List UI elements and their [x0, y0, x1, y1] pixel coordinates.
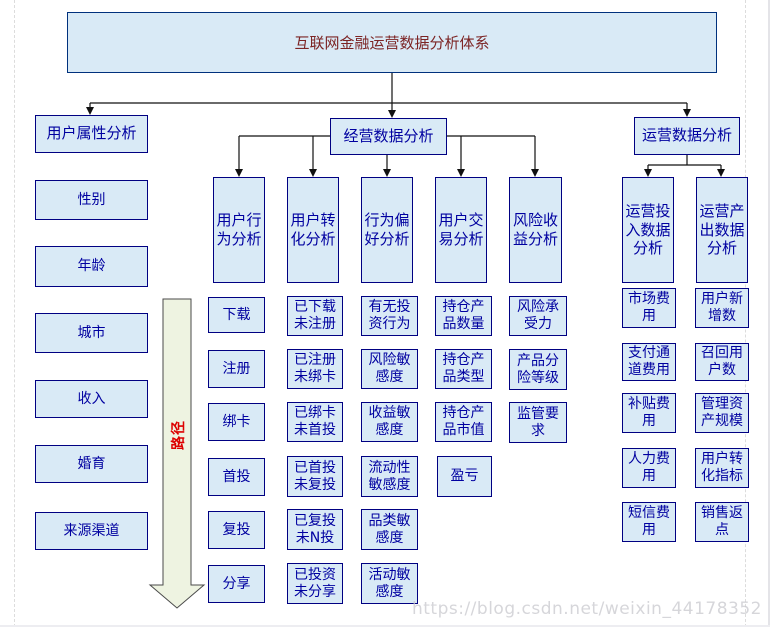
user-attributes-header: 用户属性分析 [35, 115, 148, 153]
business-item: 品类敏感度 [361, 509, 418, 550]
path-arrow-label: 路径 [171, 420, 187, 450]
business-item: 绑卡 [208, 403, 265, 441]
window-edge-bottom [0, 625, 770, 627]
business-item: 已绑卡未首投 [287, 402, 343, 442]
business-item: 风险敏感度 [361, 349, 418, 389]
business-column-header: 用户行为分析 [213, 177, 265, 283]
business-data-header: 经营数据分析 [330, 118, 447, 155]
business-item: 已复投未N投 [287, 509, 343, 550]
business-item: 流动性敏感度 [361, 456, 418, 497]
user-attribute-item: 性别 [35, 180, 148, 220]
business-item: 分享 [208, 565, 265, 603]
operations-item: 人力费用 [622, 448, 676, 488]
business-item: 持仓产品市值 [435, 402, 492, 442]
user-attribute-item: 城市 [35, 313, 148, 353]
operations-column-header: 运营投入数据分析 [622, 177, 674, 283]
operations-item: 用户转化指标 [695, 448, 749, 488]
user-attribute-item: 婚育 [35, 445, 148, 483]
user-attribute-item: 来源渠道 [35, 512, 148, 550]
operations-item: 管理资产规模 [695, 393, 749, 433]
business-item: 有无投资行为 [361, 296, 418, 336]
watermark: https://blog.csdn.net/weixin_44178352 [411, 599, 762, 619]
business-item: 持仓产品类型 [435, 349, 492, 389]
business-column-header: 用户转化分析 [287, 177, 339, 283]
operations-item: 短信费用 [622, 502, 676, 542]
business-item: 收益敏感度 [361, 402, 418, 442]
operations-item: 召回用户数 [695, 343, 749, 381]
operations-column-header: 运营产出数据分析 [696, 177, 748, 283]
business-item: 盈亏 [437, 456, 492, 497]
operations-data-header: 运营数据分析 [634, 117, 740, 155]
operations-item: 支付通道费用 [622, 343, 676, 381]
operations-item: 市场费用 [622, 288, 676, 328]
business-item: 注册 [208, 350, 265, 388]
business-item: 下载 [208, 297, 265, 333]
page-guide-left [14, 0, 15, 627]
business-column-header: 行为偏好分析 [361, 177, 413, 283]
business-item: 已下载未注册 [287, 296, 343, 336]
business-item: 监管要求 [509, 402, 567, 443]
root-node: 互联网金融运营数据分析体系 [67, 12, 717, 73]
business-item: 复投 [208, 511, 265, 549]
business-item: 已首投未复投 [287, 456, 343, 497]
business-column-header: 用户交易分析 [435, 177, 487, 283]
business-column-header: 风险收益分析 [509, 177, 562, 283]
business-item: 产品分险等级 [509, 349, 567, 390]
user-attribute-item: 收入 [35, 380, 148, 418]
operations-item: 用户新增数 [695, 288, 749, 328]
business-item: 首投 [208, 458, 265, 496]
user-attribute-item: 年龄 [35, 246, 148, 287]
business-item: 持仓产品数量 [435, 296, 492, 336]
business-item: 活动敏感度 [361, 563, 418, 604]
window-edge-right [768, 0, 770, 627]
operations-item: 补贴费用 [622, 393, 676, 433]
business-item: 已注册未绑卡 [287, 349, 343, 389]
business-item: 已投资未分享 [287, 563, 343, 604]
business-item: 风险承受力 [509, 296, 567, 336]
operations-item: 销售返点 [695, 502, 749, 542]
